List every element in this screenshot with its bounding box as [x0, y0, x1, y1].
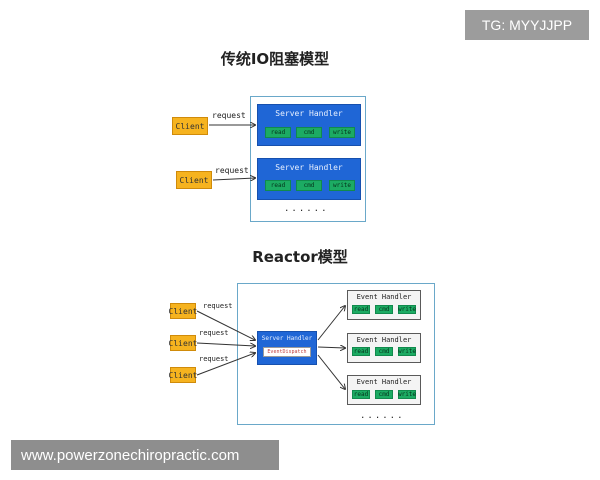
op-write: write	[397, 305, 417, 314]
op-read: read	[265, 180, 291, 191]
blocking-server-handler-1: Server Handler	[257, 104, 361, 146]
event-handler-title: Event Handler	[356, 336, 412, 344]
op-read: read	[352, 390, 370, 399]
blocking-model-title: 传统IO阻塞模型	[220, 50, 330, 68]
op-write: write	[329, 127, 355, 138]
blocking-client-1: Client	[172, 117, 208, 135]
handler-title: Server Handler	[261, 335, 313, 342]
op-read: read	[265, 127, 291, 138]
blocking-ellipsis: ......	[284, 204, 329, 214]
watermark-banner: www.powerzonechiropractic.com	[11, 440, 279, 470]
arrow-server-event3	[317, 354, 345, 389]
event-handler-title: Event Handler	[356, 378, 412, 386]
op-cmd: cmd	[296, 180, 322, 191]
arrow-server-event2	[317, 347, 345, 348]
reactor-client-2: Client	[169, 335, 197, 351]
reactor-model-title: Reactor模型	[252, 248, 348, 266]
arrow-client2-server	[196, 342, 255, 346]
event-handler-title: Event Handler	[356, 293, 412, 301]
reactor-request-label-3: request	[199, 355, 229, 363]
op-read: read	[352, 305, 370, 314]
handler-title: Server Handler	[275, 109, 343, 118]
reactor-ellipsis: ......	[360, 411, 405, 421]
blocking-server-handler-2: Server Handler	[257, 158, 361, 200]
reactor-client-3: Client	[169, 367, 197, 383]
op-write: write	[397, 347, 417, 356]
reactor-request-label-2: request	[199, 329, 229, 337]
op-read: read	[352, 347, 370, 356]
handler-title: Server Handler	[275, 163, 343, 172]
reactor-client-1: Client	[169, 303, 197, 319]
op-write: write	[397, 390, 417, 399]
blocking-request-label-1: request	[212, 111, 246, 120]
op-cmd: cmd	[296, 127, 322, 138]
event-dispatch: EventDispatch	[263, 347, 311, 357]
arrow-client2-handler2	[212, 178, 255, 180]
arrow-server-event1	[317, 306, 345, 341]
arrow-client1-server	[196, 310, 255, 340]
reactor-request-label-1: request	[203, 302, 233, 310]
blocking-client-2: Client	[176, 171, 212, 189]
blocking-request-label-2: request	[215, 166, 249, 175]
op-cmd: cmd	[375, 347, 393, 356]
op-cmd: cmd	[375, 305, 393, 314]
tg-tag: TG: MYYJJPP	[465, 10, 589, 40]
op-cmd: cmd	[375, 390, 393, 399]
arrow-client3-server	[196, 353, 255, 376]
op-write: write	[329, 180, 355, 191]
